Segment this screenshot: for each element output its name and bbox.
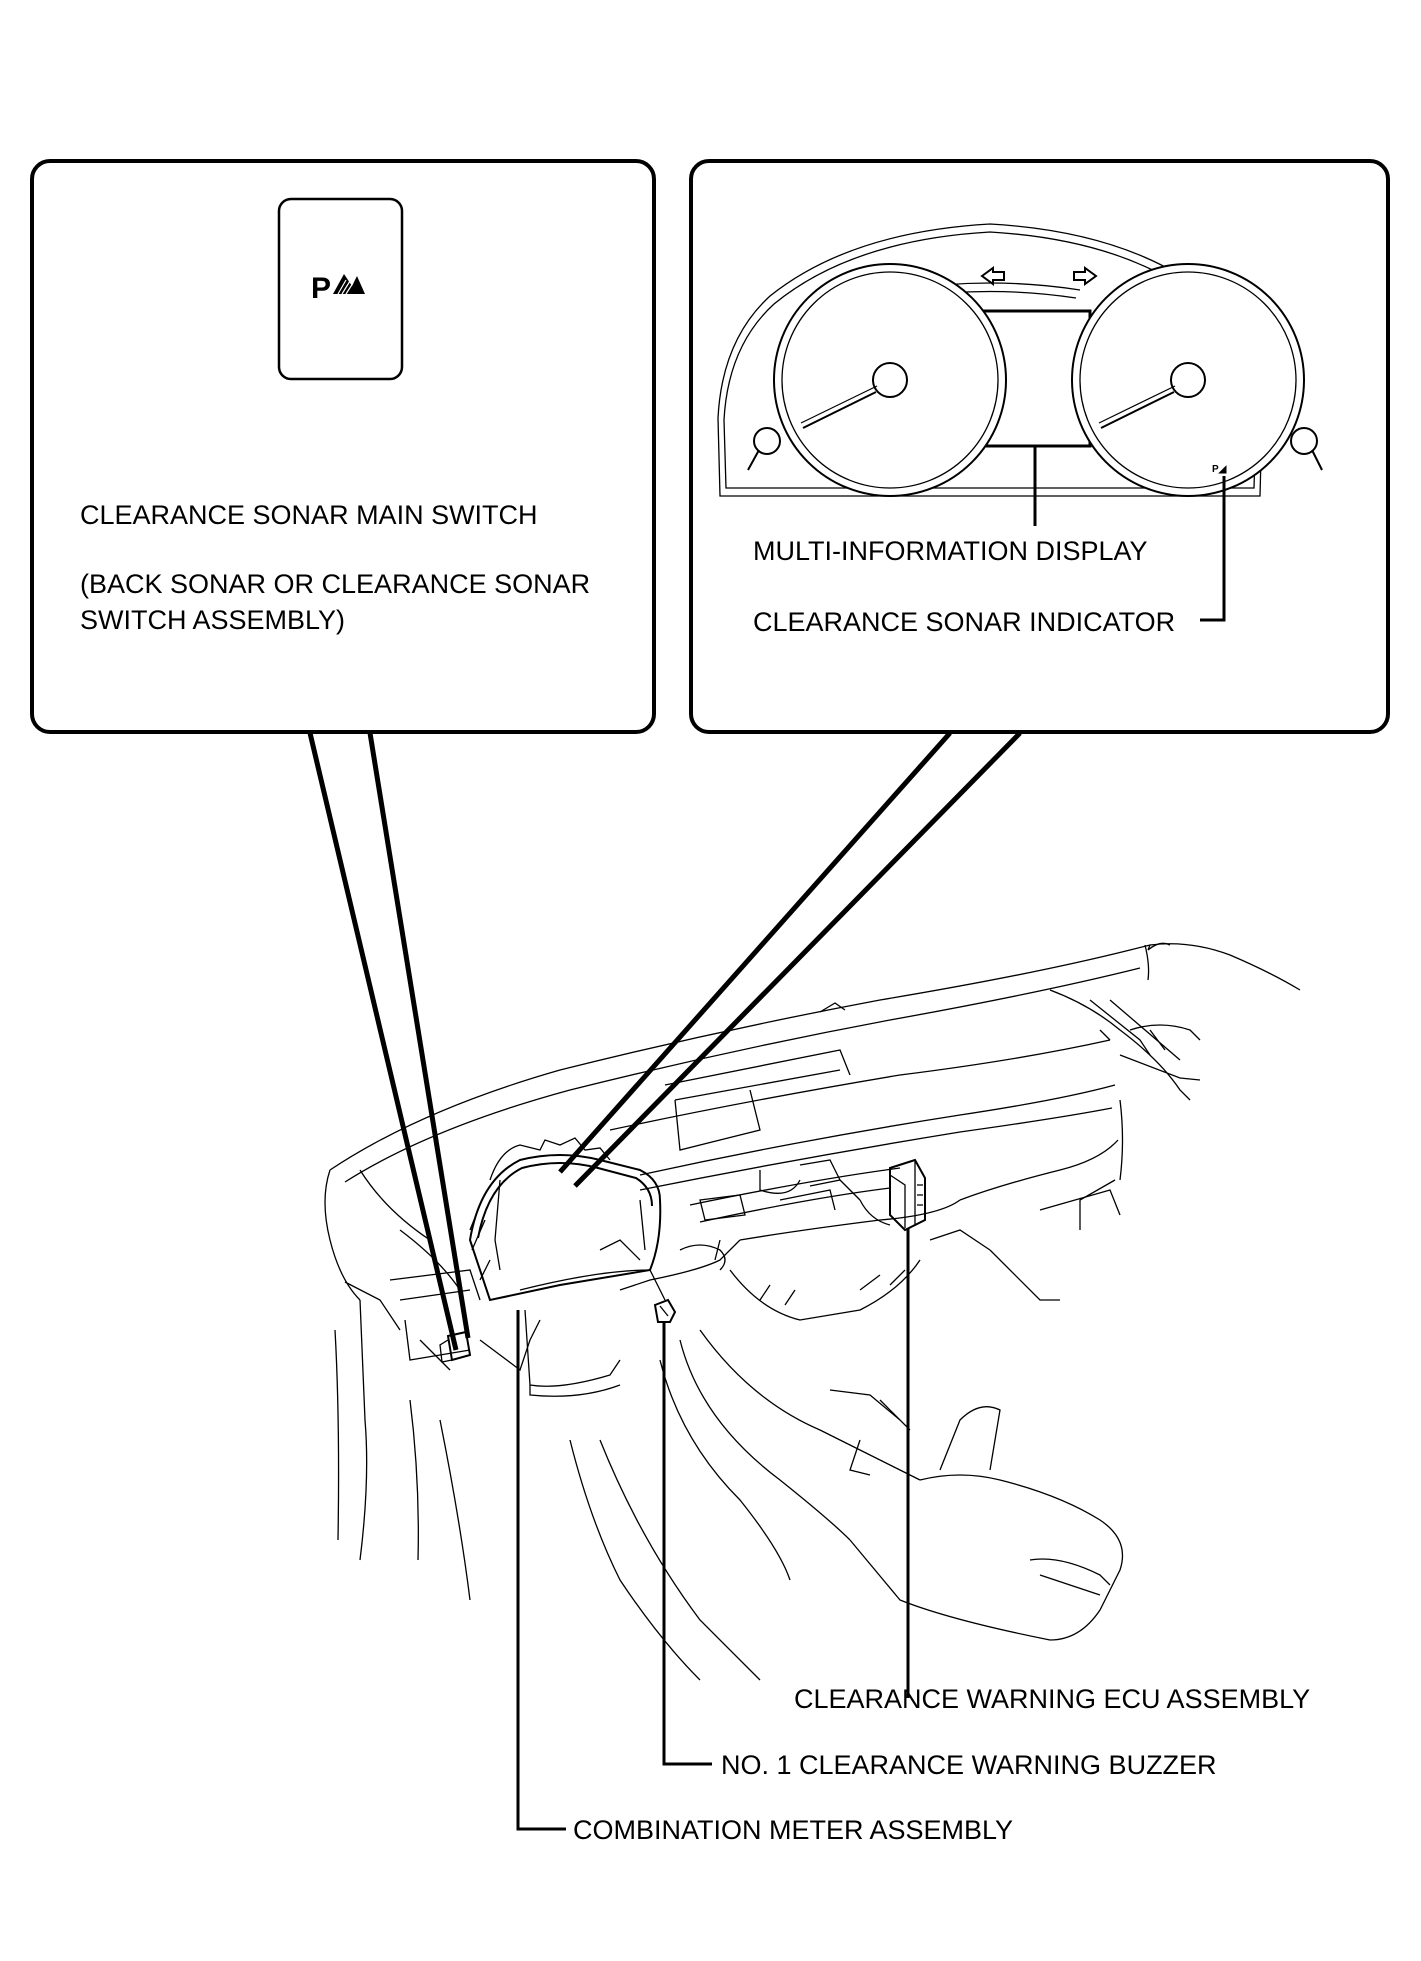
clearance-sonar-indicator-label: CLEARANCE SONAR INDICATOR — [753, 607, 1175, 637]
switch-title: CLEARANCE SONAR MAIN SWITCH — [80, 500, 538, 530]
sonar-switch-drawing — [439, 1330, 472, 1363]
switch-subtitle-line2: SWITCH ASSEMBLY) — [80, 605, 345, 635]
speedometer-icon — [773, 263, 1007, 497]
right-turn-arrow-icon — [1073, 266, 1098, 286]
lower-leaders — [516, 1228, 910, 1831]
meter-callout: P◢ MULTI-INFORMATION DISPLAY CLEARANCE S… — [689, 159, 1390, 734]
dashboard-drawing — [324, 942, 1301, 1681]
indicator-leader-line — [1200, 476, 1226, 622]
multi-information-display-label: MULTI-INFORMATION DISPLAY — [753, 536, 1148, 566]
meter-assembly-label: COMBINATION METER ASSEMBLY — [573, 1815, 1013, 1845]
ecu-label: CLEARANCE WARNING ECU ASSEMBLY — [794, 1684, 1310, 1714]
switch-subtitle-line1: (BACK SONAR OR CLEARANCE SONAR — [80, 569, 590, 599]
callout-pointers — [307, 731, 1022, 1351]
buzzer-leader — [662, 1322, 712, 1766]
tachometer-icon — [1071, 263, 1305, 497]
switch-callout: P CLEARANCE SONAR MAIN SWITCH (BACK SONA… — [30, 159, 656, 734]
meter-assembly-leader — [516, 1310, 566, 1831]
ecu-drawing — [889, 1158, 926, 1232]
sonar-indicator-glyph: P◢ — [1212, 464, 1227, 475]
switch-callout-frame — [30, 159, 656, 734]
combination-meter-assembly-drawing — [468, 1137, 662, 1302]
left-small-gauge — [747, 427, 781, 471]
svg-text:P: P — [311, 272, 331, 305]
parking-sensor-icon: P — [311, 272, 365, 305]
buzzer-label: NO. 1 CLEARANCE WARNING BUZZER — [721, 1750, 1217, 1780]
buzzer-drawing — [653, 1298, 677, 1323]
right-small-gauge — [1290, 427, 1323, 471]
left-turn-arrow-icon — [980, 266, 1005, 286]
